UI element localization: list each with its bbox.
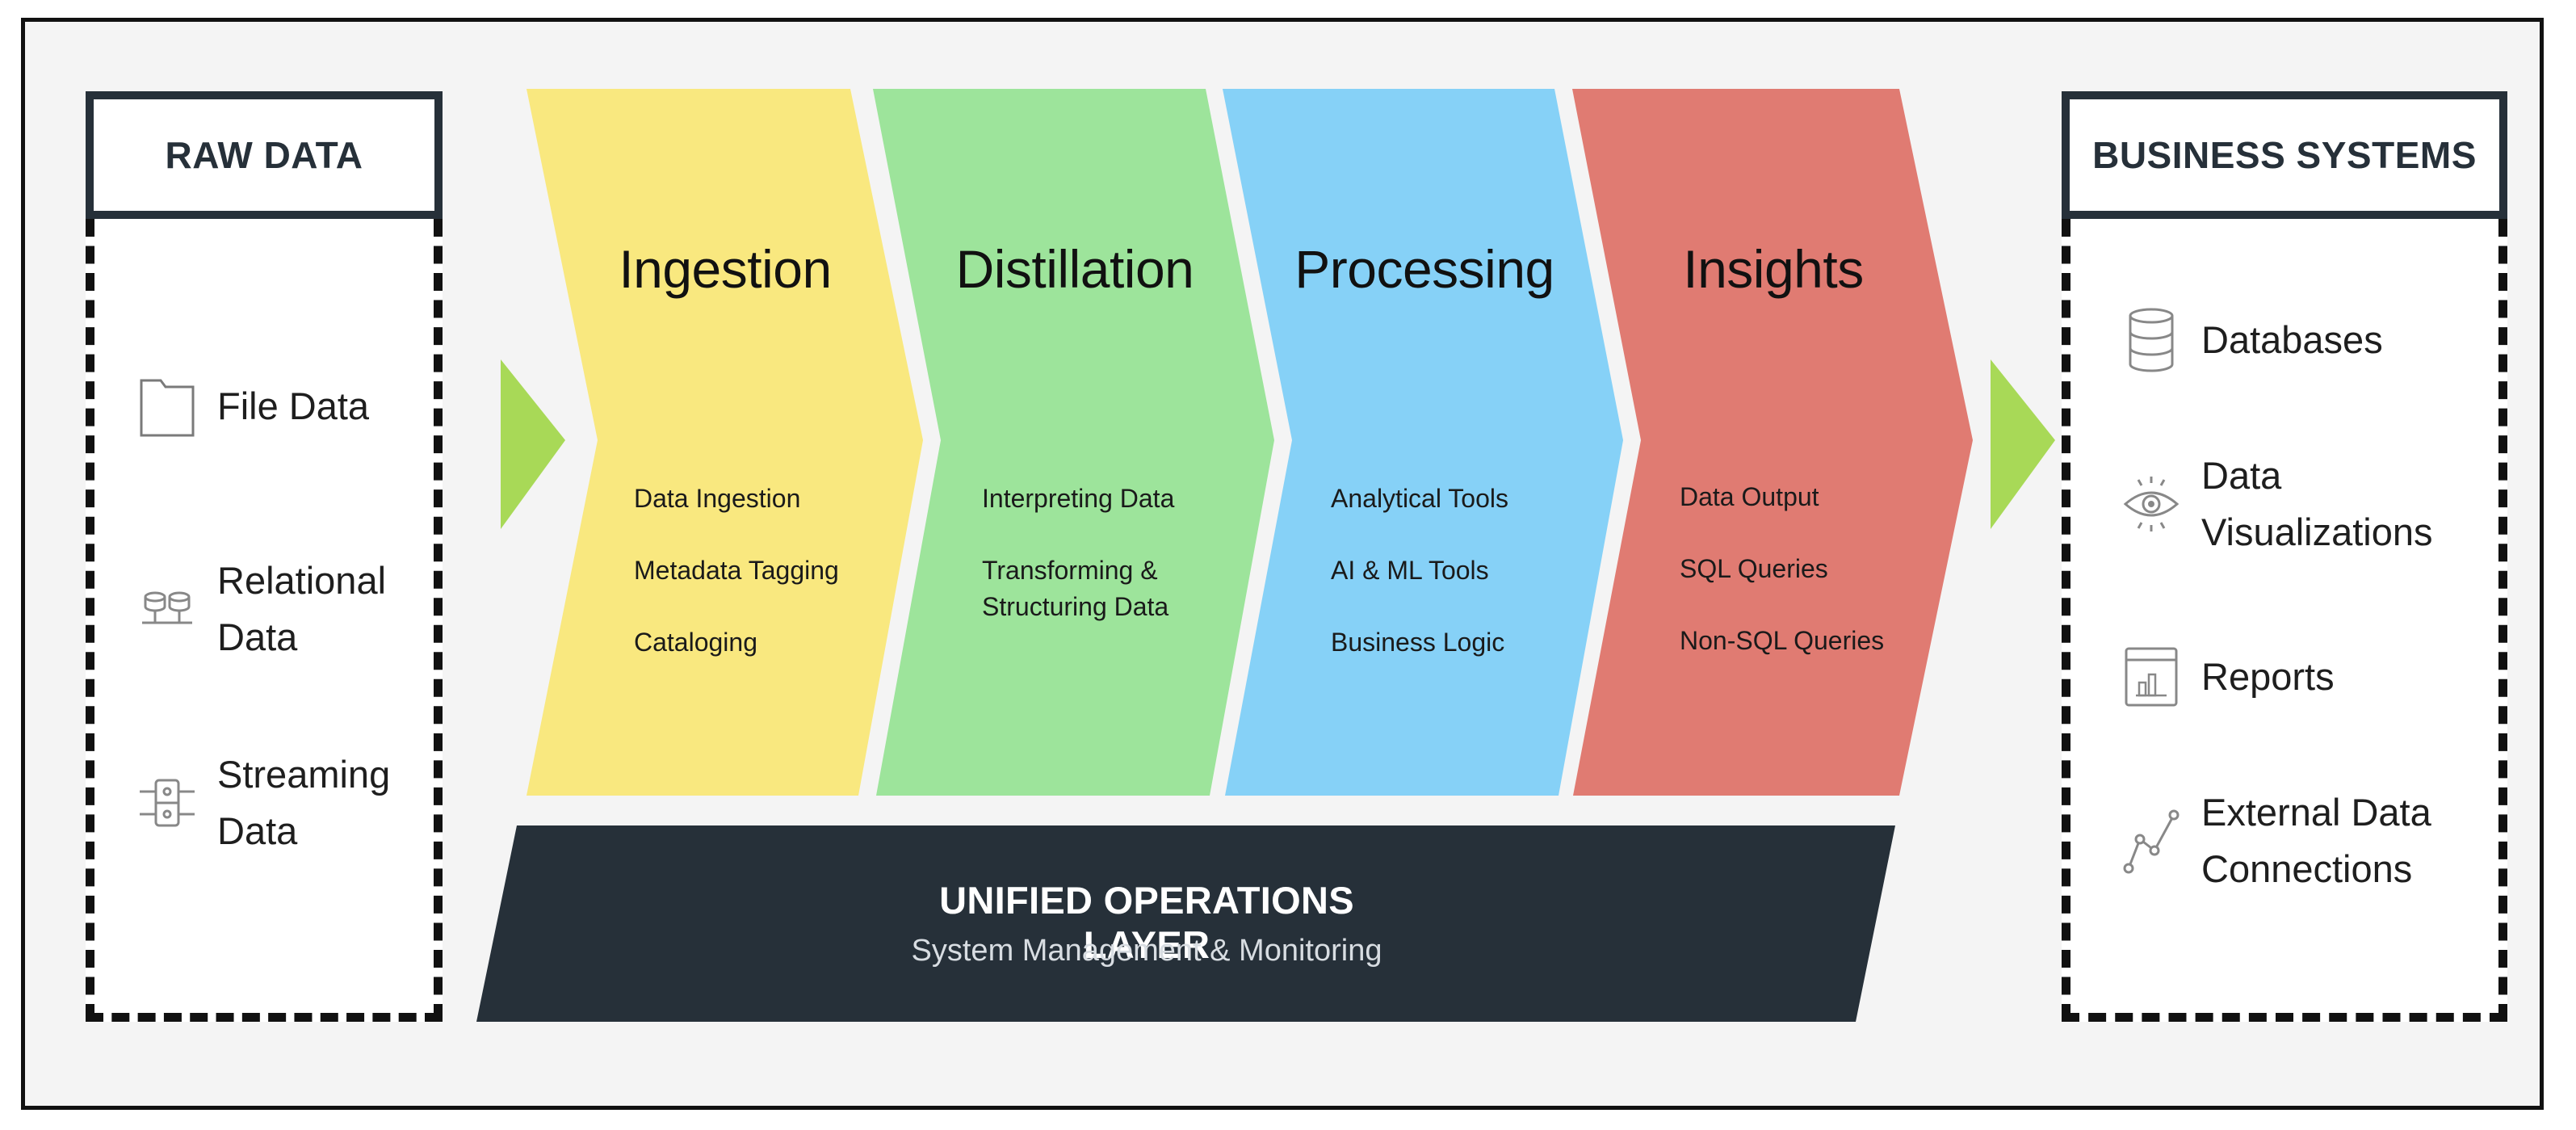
eye-icon [2119, 472, 2184, 536]
folder-icon [135, 374, 199, 439]
stage-item: SQL Queries [1680, 554, 1828, 583]
distillation-title: Distillation [955, 239, 1194, 299]
business-systems-header: BUSINESS SYSTEMS [2062, 91, 2507, 219]
stage-item: Data Output [1680, 482, 1819, 511]
insights-title: Insights [1683, 239, 1864, 299]
raw-item-file-data: File Data [135, 374, 369, 439]
unified-operations-layer-shape [476, 825, 1895, 1022]
processing-chevron [1223, 89, 1623, 796]
processing-title: Processing [1294, 239, 1554, 299]
stage-item: Analytical Tools [1331, 484, 1508, 513]
distillation-items: Interpreting Data Transforming & Structu… [982, 481, 1224, 661]
stage-item: Transforming & Structuring Data [982, 556, 1169, 621]
relational-data-icon [135, 577, 199, 641]
raw-item-label: File Data [217, 384, 370, 427]
right-connector-arrow [1991, 359, 2055, 529]
biz-item-databases: Databases [2119, 308, 2383, 372]
business-systems-title: BUSINESS SYSTEMS [2092, 134, 2477, 176]
left-connector-arrow [501, 359, 565, 529]
insights-items: Data Output SQL Queries Non-SQL Queries [1680, 479, 1938, 695]
processing-items: Analytical Tools AI & ML Tools Business … [1331, 481, 1589, 696]
ingestion-chevron [527, 89, 923, 796]
connection-line-icon [2119, 809, 2184, 874]
raw-data-header: RAW DATA [86, 91, 443, 219]
unified-operations-subtitle: System Management & Monitoring [911, 934, 1382, 968]
streaming-data-icon [135, 771, 199, 835]
biz-item-reports: Reports [2119, 645, 2335, 709]
unified-operations-title: UNIFIED OPERATIONS LAYER [939, 879, 1354, 966]
biz-item-label: Reports [2201, 655, 2335, 698]
stage-item: Data Ingestion [634, 484, 801, 513]
ingestion-title: Ingestion [619, 239, 832, 299]
insights-chevron [1572, 89, 1973, 796]
stage-item: Cataloging [634, 628, 757, 657]
database-icon [2119, 308, 2184, 372]
stage-item: Business Logic [1331, 628, 1505, 657]
biz-item-label: Databases [2201, 318, 2383, 361]
stage-item: Metadata Tagging [634, 556, 839, 585]
raw-data-title: RAW DATA [165, 134, 363, 176]
ingestion-items: Data Ingestion Metadata Tagging Catalogi… [634, 481, 892, 696]
stage-item: Interpreting Data [982, 484, 1175, 513]
stage-item: Non-SQL Queries [1680, 626, 1885, 655]
report-chart-icon [2119, 645, 2184, 709]
distillation-chevron [873, 89, 1274, 796]
stage-item: AI & ML Tools [1331, 556, 1489, 585]
